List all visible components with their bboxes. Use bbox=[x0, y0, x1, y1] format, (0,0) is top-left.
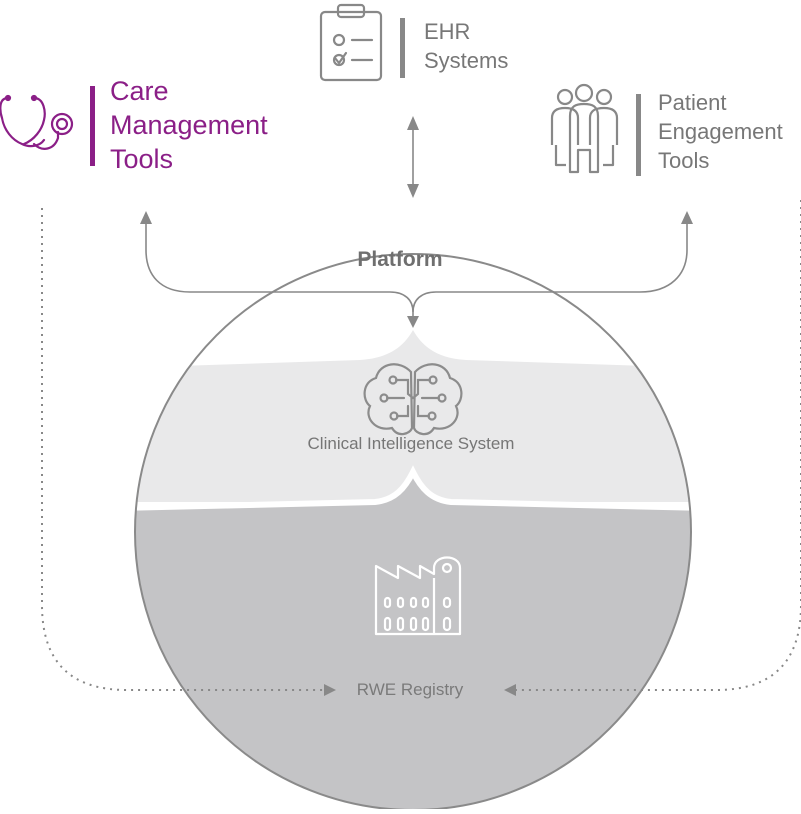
care-label-line-2: Management bbox=[110, 110, 268, 140]
platform-to-care-arrow bbox=[145, 222, 414, 324]
platform-label: Platform bbox=[357, 248, 443, 271]
patient-label-line-1: Patient bbox=[658, 90, 727, 115]
platform-circle-bands bbox=[135, 330, 691, 810]
brain-circuit-icon bbox=[363, 363, 463, 436]
ehr-label-line-1: EHR bbox=[424, 19, 471, 44]
care-management-tools-label: Care Management Tools bbox=[110, 74, 268, 176]
care-label-line-1: Care bbox=[110, 76, 169, 106]
care-divider-bar bbox=[90, 86, 95, 166]
patient-to-registry-dotted-arrow bbox=[512, 200, 801, 691]
stethoscope-icon bbox=[0, 94, 74, 150]
care-to-registry-dotted-arrow bbox=[41, 208, 328, 691]
patient-engagement-tools-label: Patient Engagement Tools bbox=[658, 88, 783, 175]
rwe-registry-band bbox=[135, 472, 691, 810]
factory-icon bbox=[374, 556, 462, 636]
patient-divider-bar bbox=[636, 94, 641, 176]
clinical-intelligence-label: Clinical Intelligence System bbox=[307, 434, 515, 453]
ehr-label-line-2: Systems bbox=[424, 48, 509, 73]
ehr-divider-bar bbox=[400, 18, 405, 78]
ehr-systems-label: EHR Systems bbox=[424, 17, 508, 75]
patient-label-line-3: Tools bbox=[658, 148, 710, 173]
checklist-icon bbox=[319, 3, 383, 82]
clinical-intelligence-band bbox=[135, 330, 691, 502]
care-label-line-3: Tools bbox=[110, 144, 174, 174]
patient-label-line-2: Engagement bbox=[658, 119, 783, 144]
rwe-registry-label: RWE Registry bbox=[356, 680, 464, 699]
people-group-icon bbox=[550, 83, 619, 174]
platform-to-patient-arrow bbox=[412, 222, 688, 313]
